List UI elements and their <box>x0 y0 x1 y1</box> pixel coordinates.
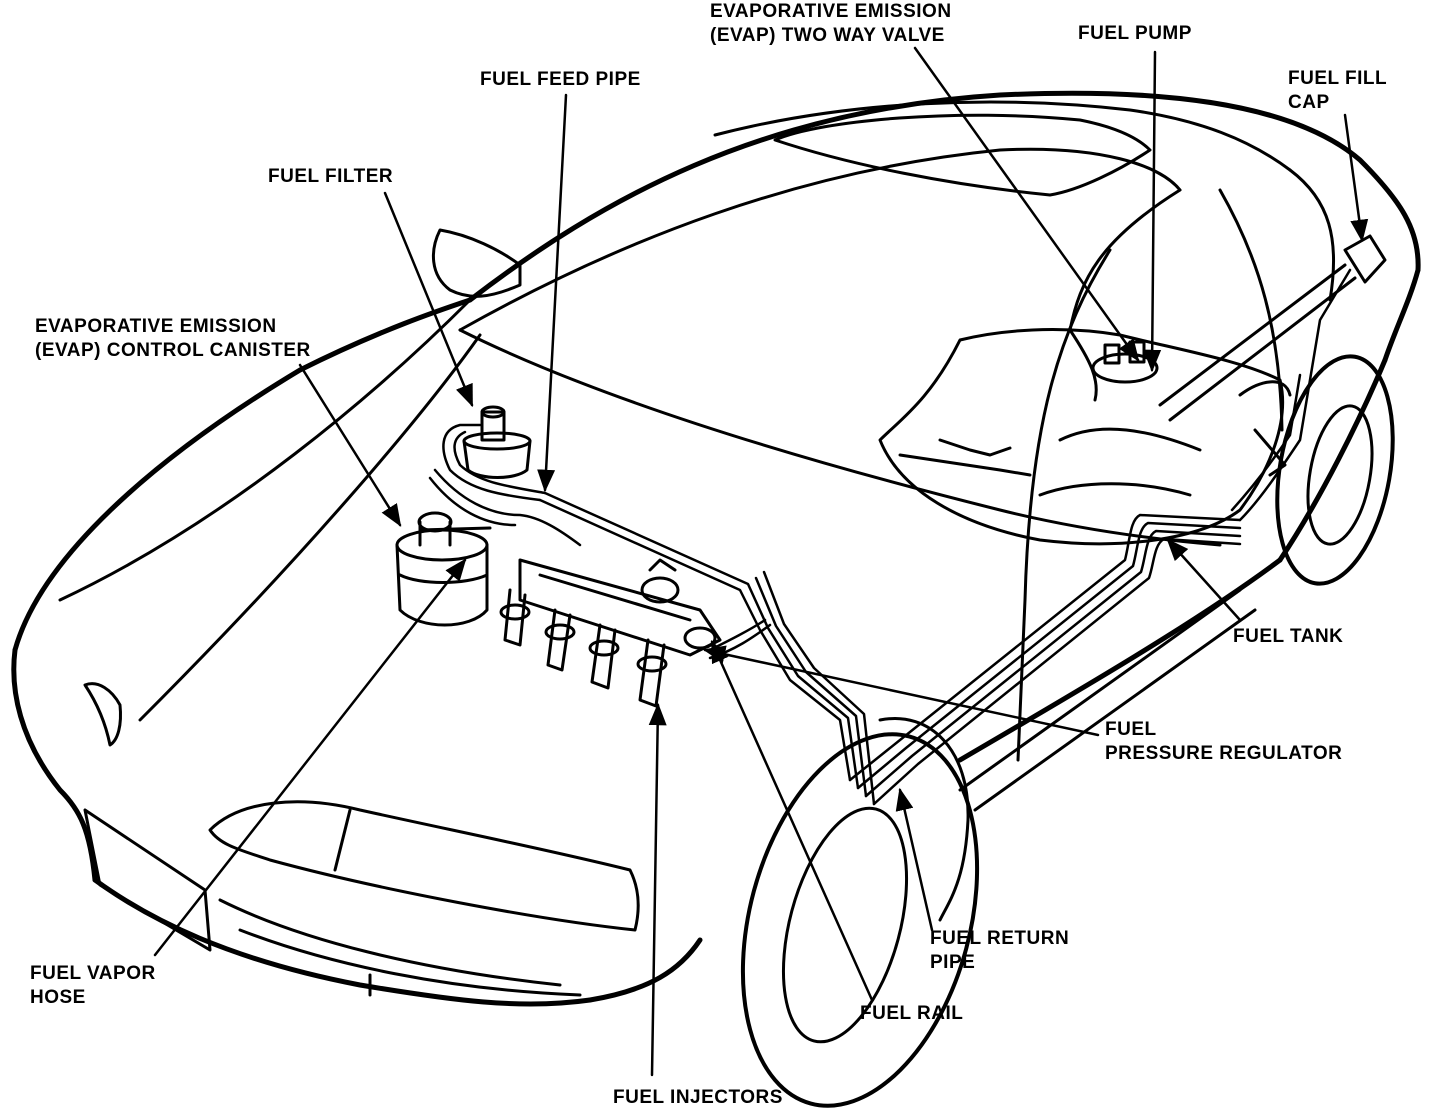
arrow-fuel-vapor-hose <box>153 558 467 957</box>
arrow-fuel-injectors <box>648 702 667 1077</box>
arrow-pressure-regulator <box>702 645 1100 737</box>
label-fuel-pressure-regulator: FUEL PRESSURE REGULATOR <box>1105 719 1343 764</box>
arrow-fuel-feed-pipe <box>537 93 568 493</box>
fuel-tank-drawing <box>878 234 1387 546</box>
label-fuel-filter: FUEL FILTER <box>268 166 394 187</box>
label-fuel-fill-cap: FUEL FILL CAP <box>1288 68 1388 113</box>
fuel-rail-drawing <box>499 558 722 708</box>
label-evap-control-canister: EVAPORATIVE EMISSION (EVAP) CONTROL CANI… <box>35 316 311 361</box>
label-fuel-return-pipe: FUEL RETURN PIPE <box>930 928 1070 973</box>
evap-canister-drawing <box>395 511 492 627</box>
label-fuel-vapor-hose: FUEL VAPOR HOSE <box>30 963 156 1008</box>
arrow-evap-canister <box>298 363 402 527</box>
arrow-evap-two-way-valve <box>913 46 1140 362</box>
label-fuel-tank: FUEL TANK <box>1233 626 1344 647</box>
label-fuel-rail: FUEL RAIL <box>860 1003 964 1024</box>
fuel-lines <box>428 268 1352 806</box>
label-evap-two-way-valve: EVAPORATIVE EMISSION (EVAP) TWO WAY VALV… <box>710 1 952 46</box>
leader-arrows <box>153 46 1369 1077</box>
label-fuel-pump: FUEL PUMP <box>1078 23 1192 44</box>
arrow-fuel-rail <box>710 639 874 1002</box>
arrow-fuel-tank <box>1166 538 1242 622</box>
arrow-fuel-pump <box>1143 50 1162 373</box>
fuel-filter-drawing <box>462 405 532 479</box>
label-fuel-feed-pipe: FUEL FEED PIPE <box>480 69 641 90</box>
label-fuel-injectors: FUEL INJECTORS <box>613 1087 783 1108</box>
car-details <box>58 100 1395 1108</box>
arrow-fuel-fill-cap <box>1343 113 1369 243</box>
arrow-fuel-return-pipe <box>895 787 934 932</box>
arrow-fuel-filter <box>383 191 474 408</box>
